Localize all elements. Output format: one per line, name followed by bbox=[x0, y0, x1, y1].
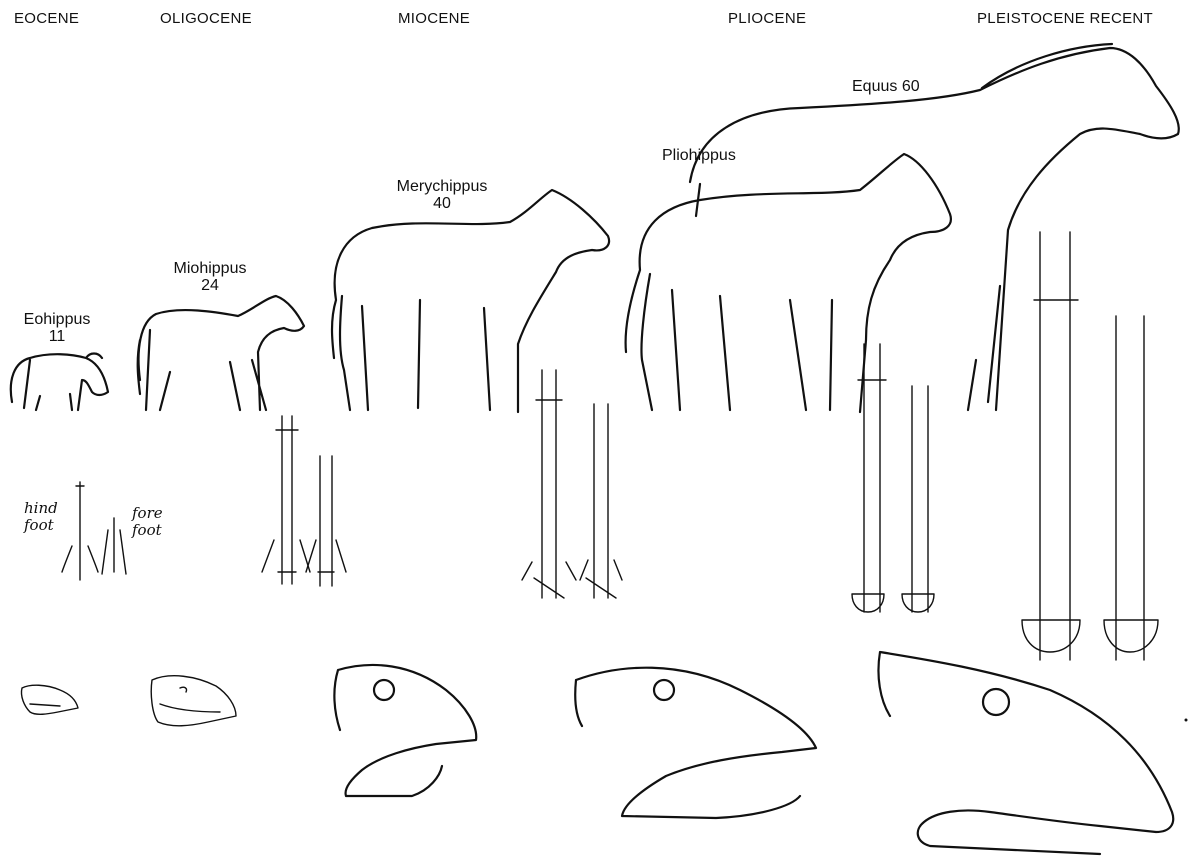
miohippus-body-drawing bbox=[138, 296, 304, 410]
pliohippus-body-drawing bbox=[626, 154, 951, 412]
merychippus-body-drawing bbox=[332, 190, 609, 412]
equus-body-drawing bbox=[690, 44, 1179, 410]
merychippus-feet-drawing bbox=[522, 370, 622, 598]
pliohippus-skull-drawing bbox=[575, 668, 816, 818]
eohippus-body-drawing bbox=[11, 354, 108, 411]
miohippus-feet-drawing bbox=[262, 416, 346, 586]
merychippus-skull-drawing bbox=[334, 665, 476, 796]
eohippus-feet-drawing bbox=[62, 482, 126, 580]
equus-feet-drawing bbox=[1022, 232, 1158, 660]
pliohippus-feet-drawing bbox=[852, 344, 934, 612]
eohippus-skull-drawing bbox=[21, 685, 78, 714]
equus-skull-drawing bbox=[878, 652, 1187, 854]
miohippus-skull-drawing bbox=[151, 676, 236, 726]
